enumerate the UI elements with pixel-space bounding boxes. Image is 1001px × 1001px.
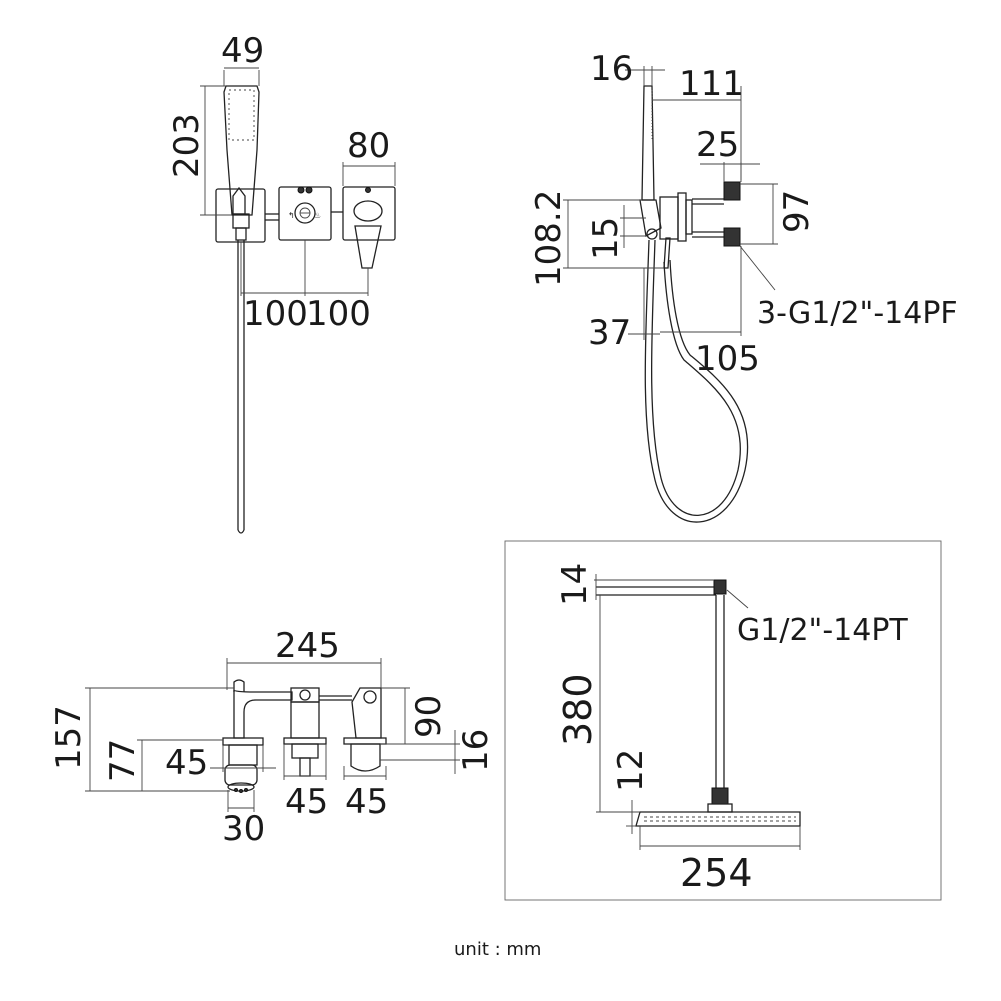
overhead-shower-panel: 14 G1/2"-14PT 380 12 254 [504, 540, 942, 901]
unit-label: unit : mm [454, 939, 541, 960]
dim-head-width: 254 [680, 851, 753, 895]
dim-projection: 111 [679, 64, 744, 104]
hand-shower-front [215, 85, 279, 534]
dim-thread-length: 25 [696, 125, 739, 165]
dim-hose-offset: 105 [695, 339, 760, 379]
dim-arm-height: 380 [556, 673, 600, 746]
dim-handle-height: 203 [167, 113, 207, 178]
dim-lower-offset: 15 [586, 217, 626, 260]
dim-handle-width: 49 [221, 31, 264, 71]
top-view: 245 157 77 90 16 45 30 [49, 626, 496, 849]
dim-depth-cap: 16 [456, 729, 496, 772]
dim-overall-height: 108.2 [529, 190, 569, 287]
dim-holder-width: 45 [165, 743, 208, 783]
note-inlet-thread: 3-G1/2"-14PF [757, 296, 958, 331]
dim-spacing-right: 100 [306, 294, 371, 334]
front-view: ↰ ♨ 49 203 80 100 100 [167, 31, 396, 534]
diverter-front: ↰ ♨ [278, 186, 332, 241]
dim-depth-overall: 157 [49, 705, 89, 770]
dim-body-width-1: 45 [285, 782, 328, 822]
dim-overall-width: 245 [275, 626, 340, 666]
dim-rail-diameter: 16 [590, 49, 633, 89]
dim-depth-body: 77 [103, 739, 143, 782]
svg-text:↰: ↰ [288, 211, 295, 220]
side-view: 16 111 25 97 108.2 15 3-G1/2"-14PF 37 [529, 49, 958, 523]
dim-wall-gap: 37 [588, 313, 631, 353]
dim-arm-diameter: 14 [555, 563, 595, 606]
dim-body-width-2: 45 [345, 782, 388, 822]
dim-head-thickness: 12 [611, 749, 651, 792]
svg-text:♨: ♨ [314, 211, 321, 220]
dim-mixer-width: 80 [347, 126, 390, 166]
dim-inlet-span: 97 [777, 190, 817, 233]
mixer-front [331, 186, 396, 269]
dim-depth-mixer: 90 [409, 695, 449, 738]
dim-outlet-diameter: 30 [222, 809, 265, 849]
dim-spacing-left: 100 [243, 294, 308, 334]
note-arm-thread: G1/2"-14PT [737, 613, 908, 648]
